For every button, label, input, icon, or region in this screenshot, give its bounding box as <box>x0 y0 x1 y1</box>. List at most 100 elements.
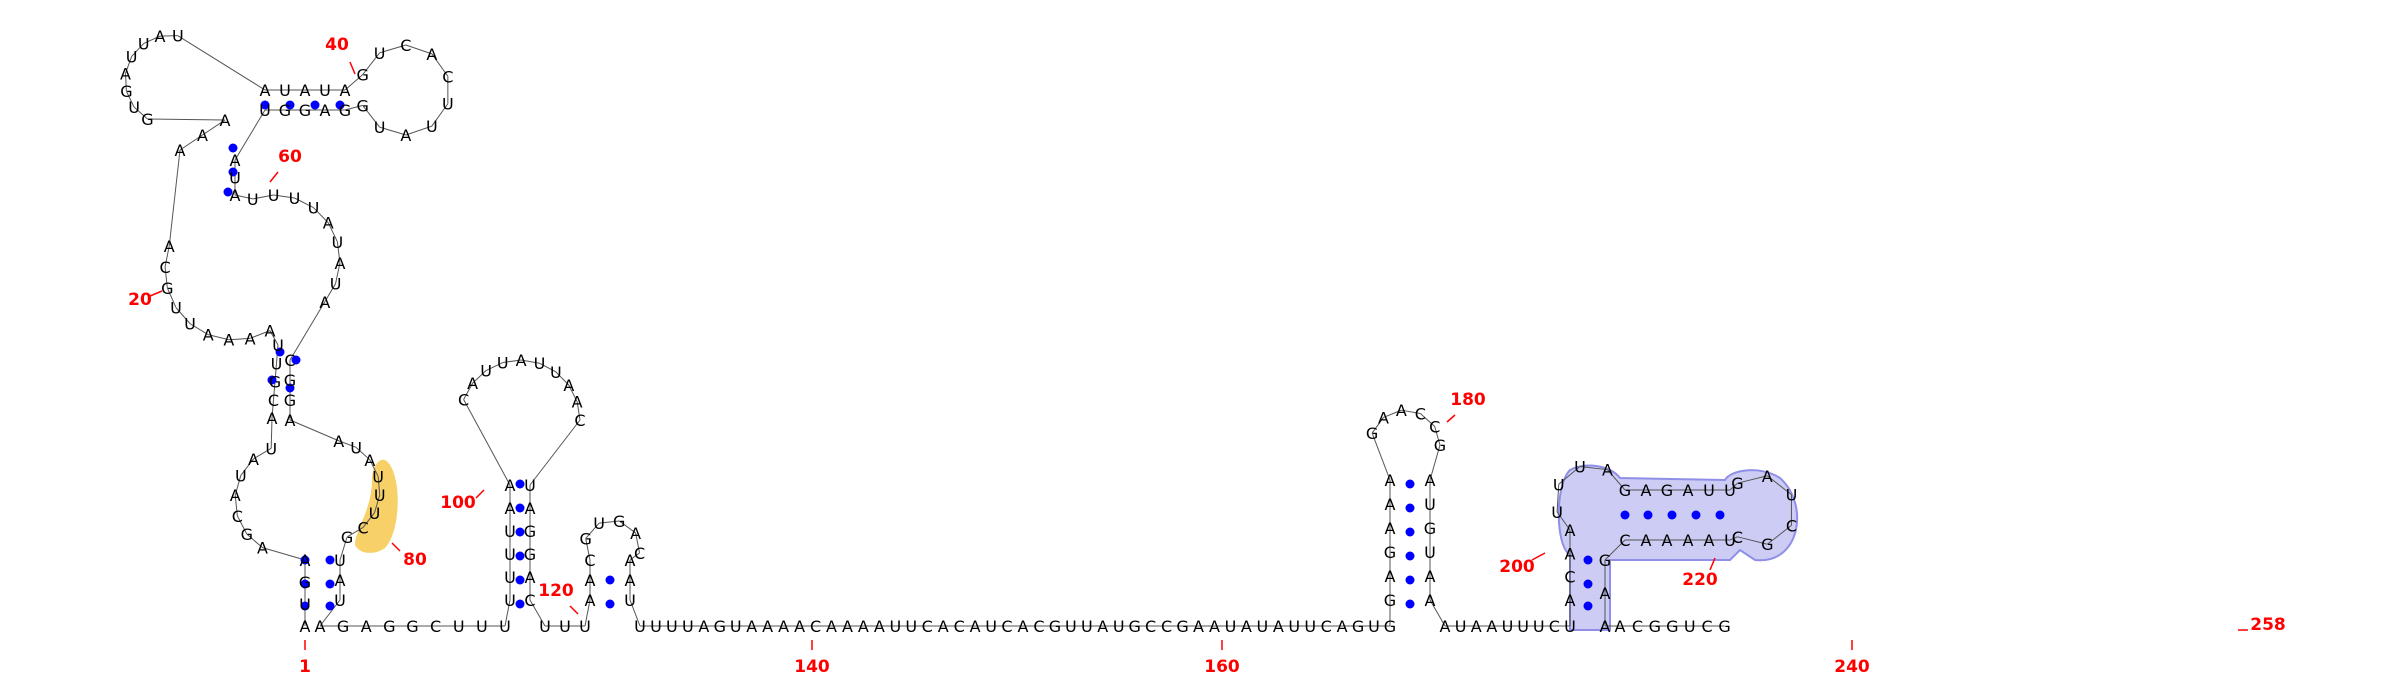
nucleotide: A <box>333 432 344 451</box>
nucleotide: U <box>1065 617 1077 636</box>
nucleotide: U <box>504 568 516 587</box>
nucleotide: A <box>267 409 278 428</box>
backbone-link <box>405 125 433 136</box>
nucleotide: C <box>1161 617 1172 636</box>
base-pair-dot <box>1620 510 1630 520</box>
nucleotide: G <box>120 82 132 101</box>
nucleotide: A <box>625 571 636 590</box>
nucleotide: C <box>1429 417 1440 436</box>
nucleotide: A <box>970 617 981 636</box>
position-number: 80 <box>403 550 427 570</box>
backbone-link <box>629 552 640 561</box>
nucleotide: G <box>279 101 291 120</box>
nucleotide: A <box>223 331 234 350</box>
nucleotide: A <box>220 111 231 130</box>
nucleotide: A <box>858 617 869 636</box>
position-number: 240 <box>1834 657 1870 677</box>
nucleotide: A <box>260 81 271 100</box>
nucleotide: A <box>1018 617 1029 636</box>
position-number-tick <box>1446 414 1456 423</box>
nucleotide: U <box>1424 495 1436 514</box>
base-pair-dot <box>1405 527 1415 537</box>
nucleotide: A <box>120 64 131 83</box>
nucleotide: A <box>505 499 516 518</box>
backbone-link <box>327 222 338 243</box>
backbone-link <box>618 520 636 534</box>
nucleotide: C <box>634 544 645 563</box>
nucleotide: C <box>1145 617 1156 636</box>
nucleotide: A <box>323 214 334 233</box>
nucleotide: A <box>315 617 326 636</box>
nucleotide: A <box>364 451 375 470</box>
nucleotide: U <box>650 617 662 636</box>
backbone-link <box>1556 511 1571 531</box>
backbone-link <box>324 283 337 303</box>
backbone-link <box>125 56 133 74</box>
nucleotide: A <box>1486 617 1497 636</box>
base-pair-dot <box>605 575 615 585</box>
nucleotide: A <box>698 617 709 636</box>
nucleotide: U <box>1424 543 1436 562</box>
nucleotide: A <box>1241 617 1252 636</box>
nucleotide: A <box>300 81 311 100</box>
nucleotide: U <box>330 275 342 294</box>
nucleotide: U <box>1703 481 1715 500</box>
backbone-link <box>1429 444 1441 481</box>
nucleotide: G <box>524 545 536 564</box>
base-pair-dot <box>1715 510 1725 520</box>
nucleotide: A <box>1600 617 1611 636</box>
backbone-link <box>252 194 274 200</box>
nucleotide: C <box>1033 617 1044 636</box>
backbone-link <box>1558 466 1581 485</box>
backbone-link <box>502 359 522 364</box>
backbone-link <box>504 599 511 627</box>
nucleotide: A <box>245 329 256 348</box>
nucleotide: U <box>1564 617 1576 636</box>
backbone-link <box>246 533 263 549</box>
nucleotide: A <box>1602 461 1613 480</box>
nucleotide: G <box>1366 424 1378 443</box>
nucleotide: A <box>778 617 789 636</box>
base-pair-dot <box>291 355 301 365</box>
backbone-link <box>133 106 148 120</box>
backbone-link <box>1729 536 1738 541</box>
nucleotide: A <box>334 254 345 273</box>
nucleotide: U <box>184 315 196 334</box>
nucleotide: A <box>1193 617 1204 636</box>
nucleotide: U <box>1304 617 1316 636</box>
nucleotide: A <box>1704 531 1715 550</box>
nucleotide: A <box>1385 471 1396 490</box>
nucleotide: A <box>248 450 259 469</box>
nucleotide: A <box>1683 531 1694 550</box>
base-pair-dot <box>1691 510 1701 520</box>
nucleotide: G <box>406 617 418 636</box>
backbone-link <box>166 287 177 308</box>
backbone-link <box>189 323 209 336</box>
nucleotide: G <box>1661 481 1673 500</box>
nucleotide: U <box>299 595 311 614</box>
backbone-link <box>1766 524 1792 545</box>
backbone-link <box>336 241 341 263</box>
nucleotide: G <box>357 96 369 115</box>
backbone-link <box>273 194 295 199</box>
backbone-link <box>294 197 314 209</box>
backbone-link <box>346 527 364 538</box>
nucleotide: U <box>426 117 438 136</box>
backbone-link <box>1607 469 1626 491</box>
nucleotide: A <box>1565 591 1576 610</box>
nucleotide: U <box>504 591 516 610</box>
nucleotide: U <box>889 617 901 636</box>
nucleotide: U <box>268 186 280 205</box>
nucleotide: A <box>1683 481 1694 500</box>
nucleotide: A <box>1273 617 1284 636</box>
nucleotide: U <box>369 504 381 523</box>
backbone-link <box>143 35 161 44</box>
backbone-link <box>463 383 474 400</box>
base-pair-dot <box>1583 555 1593 565</box>
position-number: 160 <box>1204 657 1240 677</box>
backbone-link <box>362 105 380 128</box>
nucleotide: A <box>319 293 330 312</box>
highlight-region-blue <box>1557 464 1799 631</box>
base-pair-dot <box>515 479 525 489</box>
position-number-tick <box>569 605 579 615</box>
